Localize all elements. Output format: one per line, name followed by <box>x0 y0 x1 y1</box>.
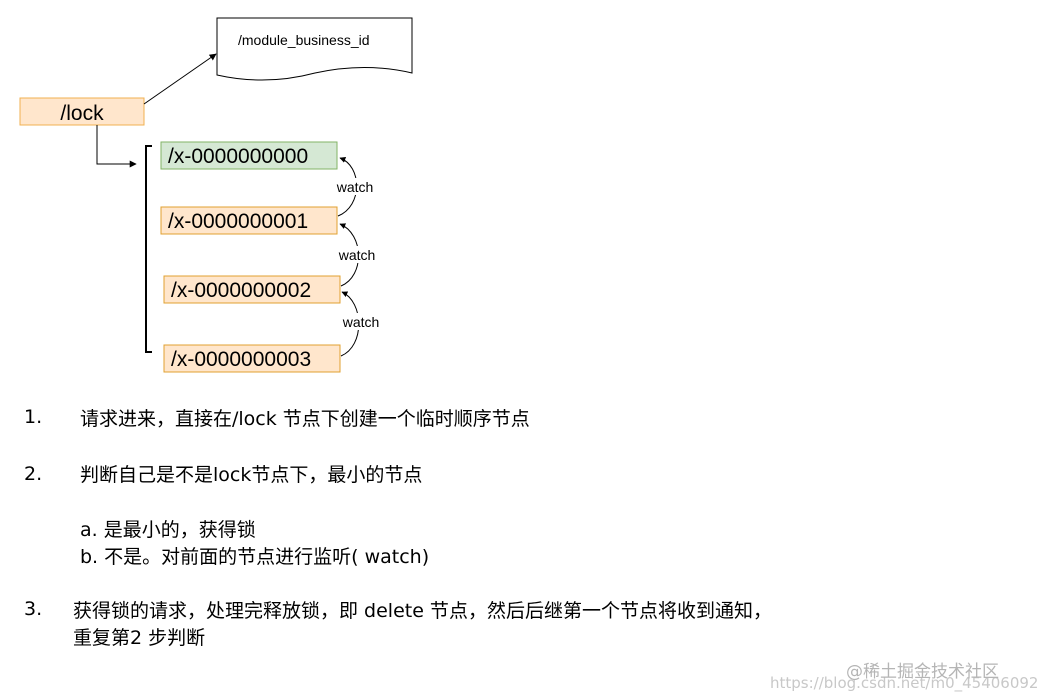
child-node-label-2: /x-0000000002 <box>171 279 311 302</box>
watch-label-1: watch <box>336 179 374 195</box>
watermark-url: https://blog.csdn.net/m0_45406092 <box>770 674 1038 692</box>
child-node-box-2 <box>163 275 341 304</box>
child-node-label-0: /x-0000000000 <box>168 145 308 168</box>
child-node-label-3: /x-0000000003 <box>171 348 311 371</box>
child-node-box-1 <box>160 206 338 235</box>
step-3-line-1: 获得锁的请求，处理完释放锁，即 delete 节点，然后后继第一个节点将收到通知… <box>73 600 772 622</box>
watch-label-2: watch <box>338 247 376 263</box>
child-node-box-0 <box>160 141 338 170</box>
document-shape <box>216 17 413 81</box>
step-2-sub-a: a. 是最小的，获得锁 <box>80 519 256 541</box>
step-3-number: 3. <box>24 598 43 620</box>
lock-node-diagram: /module_business_id /lock /x-0000000000 … <box>19 17 413 373</box>
lock-to-children-connector <box>96 125 137 168</box>
watch-label-3: watch <box>342 314 380 330</box>
watermark-logo: @稀土掘金技术社区 <box>846 662 999 682</box>
step-2-text: 判断自己是不是lock节点下，最小的节点 <box>80 464 423 486</box>
lock-to-document-arrow <box>143 53 217 105</box>
child-node-box-3 <box>163 344 341 373</box>
children-bracket <box>145 145 152 353</box>
step-2-sub-b: b. 不是。对前面的节点进行监听( watch) <box>80 546 430 568</box>
child-node-label-1: /x-0000000001 <box>168 210 308 233</box>
step-3-line-2: 重复第2 步判断 <box>73 627 206 649</box>
step-1-number: 1. <box>24 406 43 428</box>
step-1-text: 请求进来，直接在/lock 节点下创建一个临时顺序节点 <box>80 408 530 430</box>
root-lock-label: /lock <box>60 102 104 125</box>
root-lock-box <box>19 97 145 126</box>
step-2-number: 2. <box>24 463 43 485</box>
document-label: /module_business_id <box>238 32 370 48</box>
